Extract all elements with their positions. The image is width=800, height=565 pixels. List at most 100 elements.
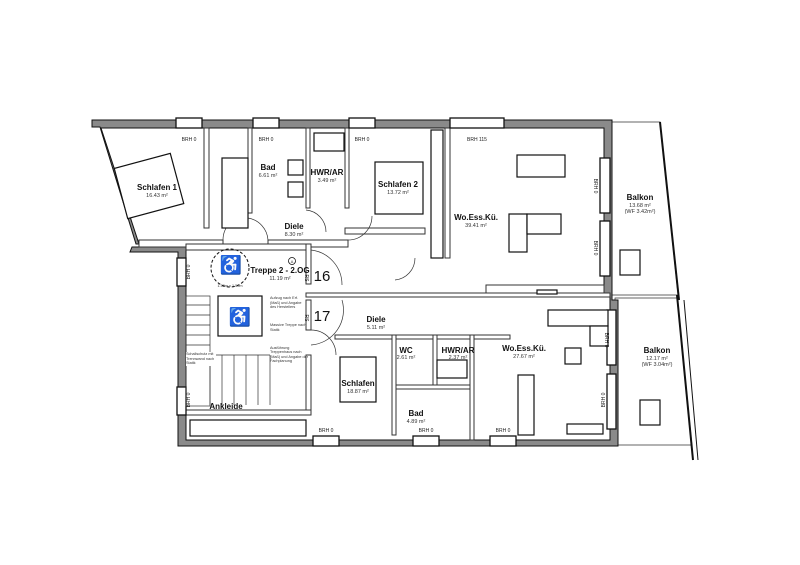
room-name: Wo.Ess.Kü. bbox=[454, 213, 498, 222]
window bbox=[312, 435, 340, 447]
balcony-table bbox=[639, 399, 661, 426]
room-name: HWR/AR bbox=[311, 168, 344, 177]
notes: Aufzug nach Erf. (Maß) und Angabe des He… bbox=[270, 296, 308, 364]
brh-labels: BRH 0 BRH 0 BRH 0 BRH 115 BRH 0 BRH 0 BR… bbox=[182, 137, 609, 434]
marker-letter: A bbox=[291, 260, 294, 264]
balcony-railing bbox=[683, 299, 699, 461]
note-sound: Schallschutz mit Trennwand nach Statik bbox=[186, 352, 216, 366]
wheelchair-icon: ♿ bbox=[229, 306, 251, 327]
step-number-16: 16 bbox=[314, 268, 331, 285]
sofa bbox=[508, 213, 528, 253]
window bbox=[176, 257, 187, 287]
brh-label: BRH 0 bbox=[603, 333, 609, 348]
balcony-railing bbox=[659, 121, 680, 301]
turning-circle-label: 1.50m x 1.50m bbox=[217, 284, 242, 288]
room-wc: WC2.61 m² bbox=[397, 346, 416, 361]
brh-label: BRH 115 bbox=[467, 137, 487, 143]
window bbox=[176, 386, 187, 416]
sofa bbox=[526, 213, 562, 235]
room-name: Treppe 2 - 2.OG bbox=[250, 266, 309, 275]
brh-label: BRH 0 bbox=[186, 392, 192, 407]
sofa bbox=[547, 309, 609, 327]
room-area: 39.41 m² bbox=[465, 223, 487, 229]
bed bbox=[339, 356, 377, 403]
note-lift: Aufzug nach Erf. (Maß) und Angabe des He… bbox=[270, 296, 302, 309]
brh-label: BRH 0 bbox=[259, 137, 274, 143]
room-area: 8.30 m² bbox=[285, 232, 304, 238]
wardrobe bbox=[189, 419, 307, 437]
room-name: Schlafen bbox=[341, 379, 374, 388]
tv-board bbox=[566, 423, 604, 435]
window bbox=[412, 435, 440, 447]
room-hwr-upper: HWR/AR3.49 m² bbox=[311, 168, 344, 184]
room-area: 6.61 m² bbox=[259, 173, 278, 179]
furniture bbox=[113, 129, 661, 437]
room-name: Bad bbox=[260, 163, 275, 172]
room-schlafen-1: Schlafen 116.43 m² bbox=[137, 183, 178, 199]
rs-label: RS bbox=[303, 315, 309, 323]
dining-table bbox=[516, 154, 566, 178]
room-area: 5.11 m² bbox=[367, 325, 385, 331]
brh-label: BRH 0 bbox=[182, 137, 197, 143]
room-area: 16.43 m² bbox=[146, 193, 168, 199]
window bbox=[348, 117, 376, 129]
sink bbox=[287, 181, 304, 198]
room-name: Wo.Ess.Kü. bbox=[502, 344, 546, 353]
room-marker bbox=[288, 257, 296, 265]
brh-label: BRH 0 bbox=[419, 428, 434, 434]
washing-machine bbox=[313, 132, 345, 152]
step-number-17: 17 bbox=[314, 308, 331, 325]
room-ankleide: Ankleide bbox=[209, 402, 243, 411]
bed bbox=[113, 152, 185, 220]
wheelchair-icon: ♿ bbox=[220, 254, 242, 275]
room-area: 11.19 m² bbox=[269, 276, 290, 282]
room-schlafen-2: Schlafen 213.72 m² bbox=[378, 180, 419, 196]
room-wf: (WF 3.42m²) bbox=[625, 209, 656, 215]
room-name: Schlafen 2 bbox=[378, 180, 419, 189]
room-hwr-lower: HWR/AR2.37 m² bbox=[442, 346, 475, 361]
window bbox=[599, 157, 611, 214]
room-name: WC bbox=[399, 346, 413, 355]
room-area: 4.89 m² bbox=[407, 419, 426, 425]
room-name: Bad bbox=[408, 409, 423, 418]
window bbox=[252, 117, 280, 129]
brh-label: BRH 0 bbox=[592, 179, 598, 194]
windows bbox=[175, 117, 617, 447]
brh-label: BRH 0 bbox=[319, 428, 334, 434]
room-name: Diele bbox=[366, 315, 386, 324]
tv bbox=[536, 289, 558, 295]
washing-machine bbox=[436, 359, 468, 379]
table bbox=[564, 347, 582, 365]
brh-label: BRH 0 bbox=[355, 137, 370, 143]
staircase bbox=[185, 295, 271, 407]
balcony-table bbox=[619, 249, 641, 276]
elevator bbox=[217, 295, 263, 337]
sofa bbox=[589, 325, 609, 347]
window bbox=[606, 373, 617, 430]
window bbox=[489, 435, 517, 447]
room-wohnen-upper: Wo.Ess.Kü.39.41 m² bbox=[454, 213, 498, 229]
turning-circle bbox=[210, 248, 250, 288]
shower bbox=[221, 157, 249, 229]
interior-walls bbox=[138, 127, 611, 441]
note-stairhouse: Ausführung Treppenhaus nach (Maß) und An… bbox=[270, 345, 308, 364]
room-area: 12.17 m² bbox=[646, 356, 668, 362]
bed bbox=[374, 161, 424, 215]
balcony-railing bbox=[676, 294, 694, 461]
room-name: Diele bbox=[284, 222, 304, 231]
brh-label: BRH 0 bbox=[186, 264, 192, 279]
room-area: 13.72 m² bbox=[387, 190, 409, 196]
room-wohnen-lower: Wo.Ess.Kü.27.67 m² bbox=[502, 344, 546, 360]
brh-label: BRH 0 bbox=[592, 241, 598, 256]
room-area: 27.67 m² bbox=[513, 354, 535, 360]
